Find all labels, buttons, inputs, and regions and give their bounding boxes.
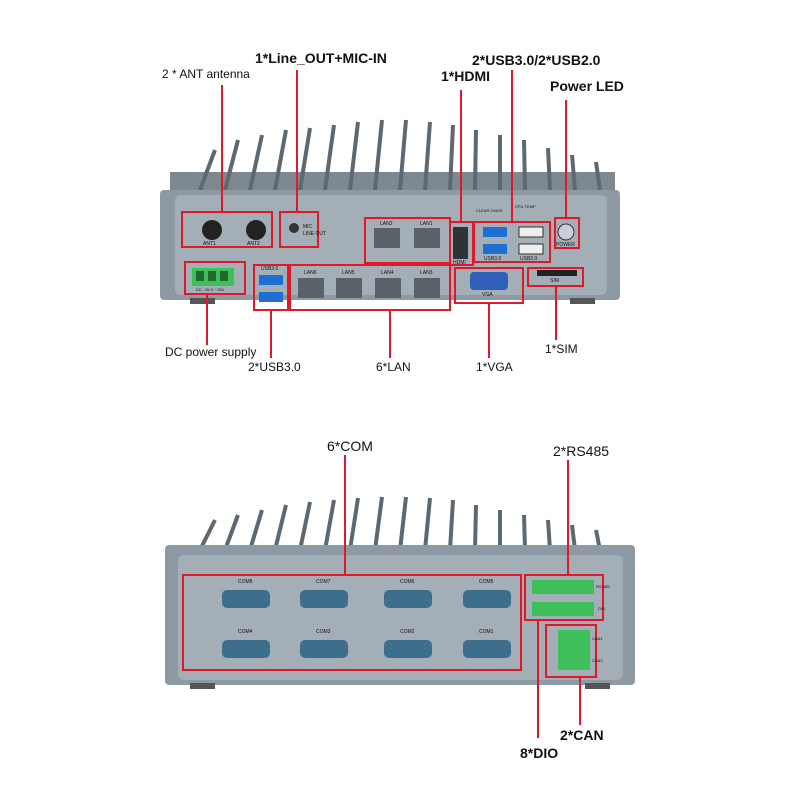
label-vga: 1*VGA [476,360,513,374]
text-lan6: LAN6 [304,270,317,276]
text-com2: COM2 [400,629,415,635]
audio-jack [289,223,299,233]
label-power-led: Power LED [550,78,624,94]
text-mic: MIC [303,224,313,230]
ant1-connector [202,220,222,240]
top-heatsink [170,172,615,194]
com-ports [222,590,511,658]
text-sim-small: SIM [550,278,559,284]
usb30-left-1 [259,275,283,285]
label-can: 2*CAN [560,727,604,743]
sim-slot [537,270,577,276]
text-usb20-b: USB2.0 [520,256,538,262]
lan-ports [298,228,440,298]
usb20-2 [518,243,544,255]
text-usb30-b: USB3.0 [484,256,502,262]
text-dio: DIO [598,606,606,611]
text-dc-in: DC - IN 9 ~ 36V [196,287,225,292]
usb30-right-1 [483,227,507,237]
text-com5: COM5 [479,579,494,585]
usb20-1 [518,226,544,238]
bottom-highlights [182,574,604,678]
text-clear-cmos: CLEAR CMOS [476,208,503,213]
label-hdmi: 1*HDMI [441,68,491,84]
text-lan2: LAN2 [380,221,393,227]
label-dio: 8*DIO [520,745,559,761]
text-hdmi-small: HDMI [453,260,466,266]
text-line-out: LINE OUT [303,231,327,237]
label-com: 6*COM [327,438,373,454]
label-ant: 2 * ANT antenna [162,67,250,81]
text-lan4: LAN4 [381,270,394,276]
usb30-right-2 [483,244,507,254]
text-power-small: POWER [556,242,575,248]
text-lan5: LAN5 [342,270,355,276]
bottom-leaders [344,455,581,738]
top-device [160,70,620,358]
label-rs485: 2*RS485 [553,443,610,459]
ant2-connector [246,220,266,240]
power-button [557,223,575,241]
text-com4: COM4 [238,629,253,635]
rs485-terminal [532,580,594,594]
text-com3: COM3 [316,629,331,635]
text-com1: COM1 [479,629,494,635]
bottom-fin-lines [198,496,602,551]
text-usb30-small: USB3.0 [261,266,279,272]
vga-port [470,272,508,290]
top-fin-lines [198,119,602,191]
bottom-front-panel [178,555,623,680]
text-lan3: LAN3 [420,270,433,276]
text-can1: CAN1 [592,636,603,641]
text-com6: COM6 [400,579,415,585]
hdmi-port [453,227,468,259]
text-com7: COM7 [316,579,331,585]
top-leaders [206,70,567,358]
label-lan: 6*LAN [376,360,411,374]
text-ant1: ANT1 [203,241,216,247]
text-com8: COM8 [238,579,253,585]
label-sim: 1*SIM [545,342,578,356]
bottom-device [165,455,635,738]
label-usb30: 2*USB3.0 [248,360,301,374]
text-ant2: ANT2 [247,241,260,247]
label-usb-mix: 2*USB3.0/2*USB2.0 [472,52,601,68]
can-terminal [558,630,590,670]
label-dc-power: DC power supply [165,345,257,359]
text-rs485-small: RS-485 [596,584,610,589]
text-lan1: LAN1 [420,221,433,227]
text-can2: CAN2 [592,658,603,663]
dio-terminal [532,602,594,616]
text-cpu-temp: CPU TEMP [515,204,536,209]
usb30-left-2 [259,292,283,302]
label-line-out-mic: 1*Line_OUT+MIC-IN [255,50,387,66]
text-vga-small: VGA [482,292,493,298]
